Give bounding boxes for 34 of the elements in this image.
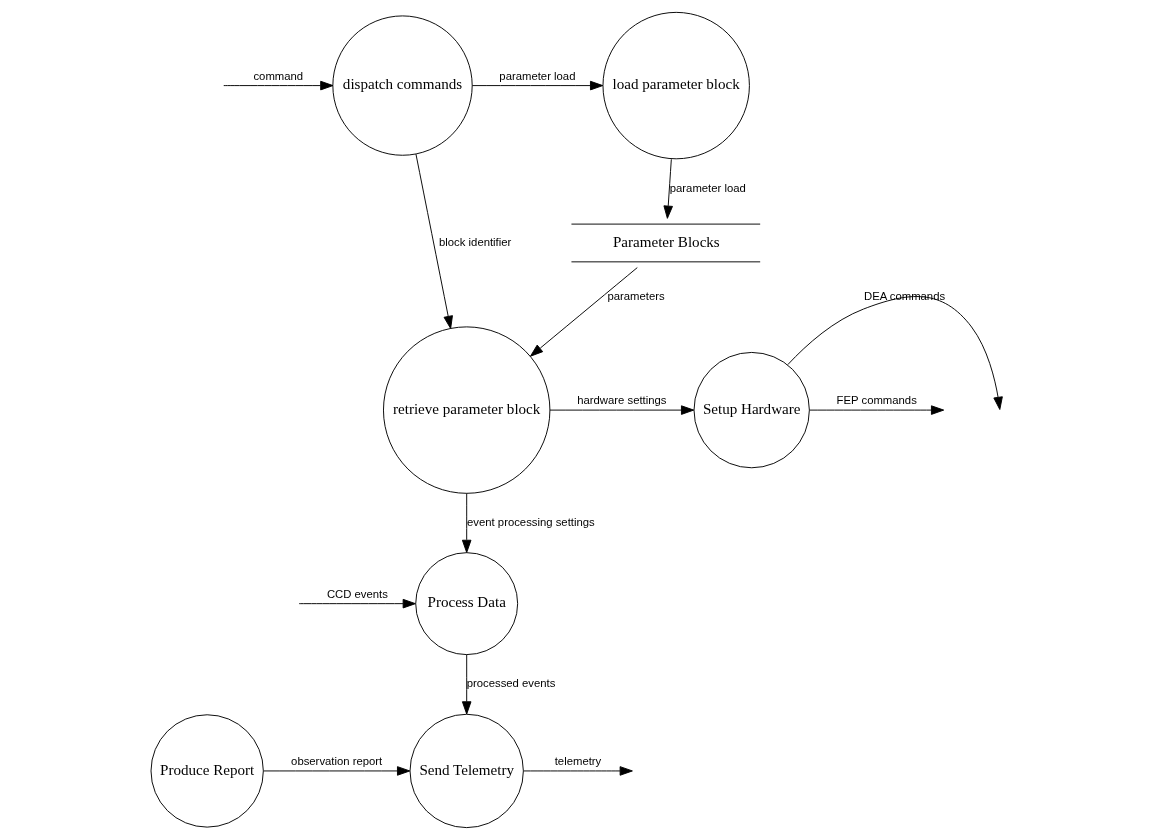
- arrow: [787, 296, 1003, 410]
- edge-label: parameter load: [499, 69, 576, 82]
- arrow: [461, 654, 472, 715]
- node-circle: Process Data: [415, 552, 519, 656]
- arrow: [549, 405, 695, 415]
- edge-label: parameters: [607, 290, 665, 303]
- edge-label: block identifier: [439, 235, 512, 248]
- edge-label: DEA commands: [864, 290, 946, 303]
- node-circle: Send Telemetry: [409, 713, 524, 829]
- edge-label: CCD events: [326, 587, 388, 600]
- node-circle: dispatch commands: [332, 15, 473, 156]
- node-text: Parameter Blocks: [612, 233, 720, 250]
- edge-label: observation report: [291, 754, 383, 767]
- edge-label: parameter load: [669, 181, 746, 194]
- node-circle: load parameter block: [602, 11, 750, 160]
- node-circle: retrieve parameter block: [383, 326, 551, 494]
- arrow: [809, 405, 945, 415]
- arrow: [523, 766, 633, 776]
- arrow: [223, 80, 334, 91]
- arrow: [461, 492, 472, 553]
- arrow: [415, 153, 453, 329]
- node-circle: Setup Hardware: [693, 351, 810, 469]
- edge-label: hardware settings: [577, 394, 667, 407]
- arrow: [663, 158, 673, 219]
- edge-label: telemetry: [554, 754, 602, 767]
- edge-label: FEP commands: [836, 394, 917, 407]
- node-circle: Produce Report: [150, 714, 264, 828]
- edge-label: processed events: [466, 677, 556, 690]
- arrow: [263, 766, 411, 776]
- edge-label: command: [253, 69, 304, 82]
- edge-label: event processing settings: [467, 515, 595, 528]
- arrow: [471, 80, 604, 91]
- arrow: [298, 598, 416, 609]
- arrow: [530, 267, 638, 357]
